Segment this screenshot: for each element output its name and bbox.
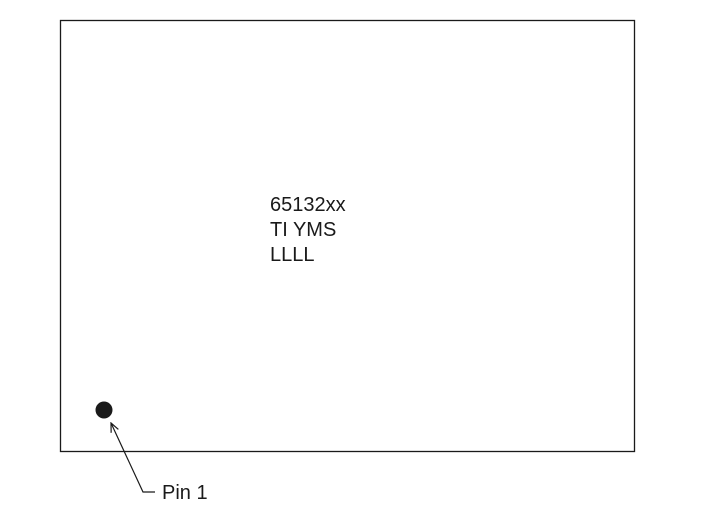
pin1-dot bbox=[95, 401, 113, 419]
pin1-label: Pin 1 bbox=[162, 482, 208, 504]
package-outline bbox=[59, 19, 636, 453]
marking-line-device: 65132xx bbox=[270, 194, 346, 216]
marking-line-ti-yms: TI YMS bbox=[270, 219, 336, 241]
marking-line-lot: LLLL bbox=[270, 244, 315, 266]
pin1-leader-line bbox=[111, 423, 155, 493]
